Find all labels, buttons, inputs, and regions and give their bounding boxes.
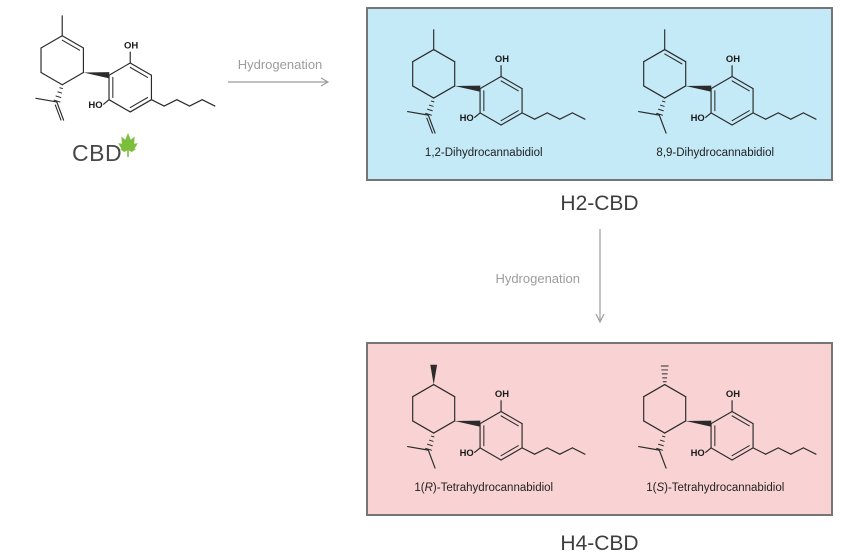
h2-cbd-title: H2-CBD [560,192,639,215]
tetrahydrocannabidiol-s-structure: OH HO [638,365,817,469]
molecule-column: OH HO 1(R)-Tetrahydrocannabidiol [368,344,600,514]
stereo-descriptor: S [656,482,665,494]
label-suffix: )-Tetrahydrocannabidiol [664,482,785,494]
hydrogenation-label-2: Hydrogenation [495,271,580,286]
h4-cbd-title: H4-CBD [560,532,639,555]
svg-text:OH: OH [124,40,138,51]
svg-text:HO: HO [691,447,705,458]
label-suffix: )-Tetrahydrocannabidiol [432,482,554,494]
tetrahydrocannabidiol-r-structure: OH HO [406,364,586,469]
svg-text:HO: HO [691,112,705,123]
molecule-label: 1(R)-Tetrahydrocannabidiol [414,482,553,494]
label-prefix: 1( [414,482,425,494]
dihydrocannabidiol-12-structure: OH HO [406,29,586,134]
svg-text:HO: HO [459,447,473,458]
svg-text:OH: OH [726,388,740,399]
molecule-label: 1,2-Dihydrocannabidiol [424,147,543,159]
molecule-label: 8,9-Dihydrocannabidiol [656,147,775,159]
svg-text:HO: HO [459,112,473,123]
arrow-down-icon [595,229,605,324]
stereo-descriptor: R [424,482,433,494]
cannabis-leaf-icon [118,133,138,157]
svg-text:OH: OH [726,53,740,64]
molecule-column: OH HO 1,2-Dihydrocannabidiol [368,9,600,179]
molecule-label: 1(S)-Tetrahydrocannabidiol [646,482,784,494]
hydrogenation-label-1: Hydrogenation [237,57,323,72]
arrow-right-icon [228,77,330,87]
cbd-structure: OH HO [35,15,216,121]
svg-text:HO: HO [88,100,102,111]
svg-text:OH: OH [495,53,509,64]
svg-text:OH: OH [495,388,509,399]
h2-cbd-box: OH HO 1,2-Dihydrocannabidiol OH HO 8,9-Dih… [366,7,833,181]
molecule-column: OH HO 1(S)-Tetrahydrocannabidiol [600,344,832,514]
molecule-column: OH HO 8,9-Dihydrocannabidiol [600,9,832,179]
cbd-label: CBD [72,140,123,166]
dihydrocannabidiol-89-structure: OH HO [638,29,817,134]
label-prefix: 1( [646,482,657,494]
